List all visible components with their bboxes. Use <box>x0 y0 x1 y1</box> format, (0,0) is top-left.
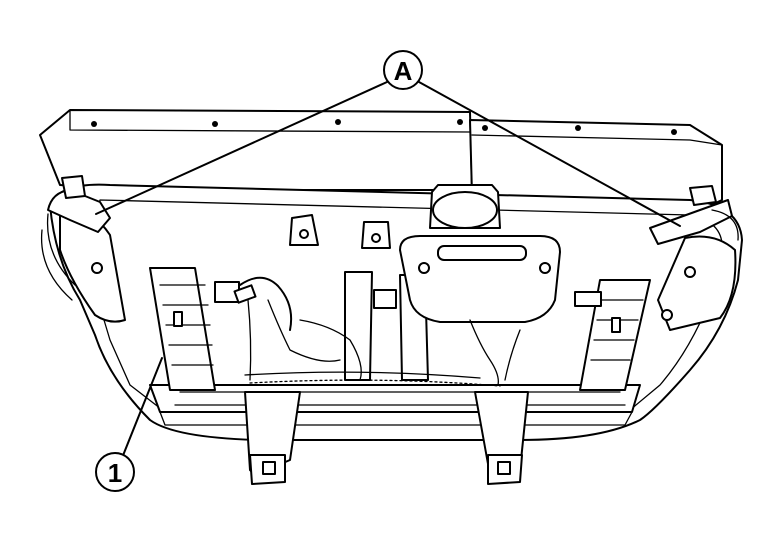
callout-a-leader-right <box>418 81 681 227</box>
rear-cushion-pad-left-top <box>69 109 471 133</box>
left-side-rail-slots <box>159 284 214 366</box>
recliner-cylinder-face <box>432 191 498 229</box>
left-strap-band <box>40 213 76 301</box>
right-strap <box>649 199 733 245</box>
right-strap-band <box>711 209 739 241</box>
right-bracket-tab <box>574 291 602 307</box>
left-rail-hole <box>173 311 183 327</box>
callout-a-label: A <box>394 56 413 86</box>
center-bracket-left <box>344 271 373 381</box>
front-foot-right-hole <box>497 461 511 475</box>
right-strap-buckle <box>689 185 717 206</box>
right-rail-hole <box>611 317 621 333</box>
wire-harness <box>233 276 521 387</box>
left-strap-buckle <box>61 175 86 199</box>
callout-1: 1 <box>95 452 135 492</box>
front-foot-left-hole <box>262 461 276 475</box>
callout-a: A <box>383 50 423 90</box>
right-side-bracket <box>657 235 737 331</box>
callout-a-leader-left <box>95 81 388 215</box>
front-cross-bar <box>149 384 641 413</box>
callout-1-label: 1 <box>108 458 122 488</box>
callout-1-leader <box>121 357 163 459</box>
right-side-rail <box>579 279 651 391</box>
pad-fasteners <box>91 119 677 135</box>
center-plate-slot <box>437 245 527 261</box>
rear-cushion-pad-left <box>39 109 473 191</box>
front-cross-bar-lower <box>159 411 633 426</box>
rear-cushion-pad-right-top <box>471 134 723 146</box>
center-bracket-tab <box>373 289 397 309</box>
left-side-rail <box>149 267 216 391</box>
